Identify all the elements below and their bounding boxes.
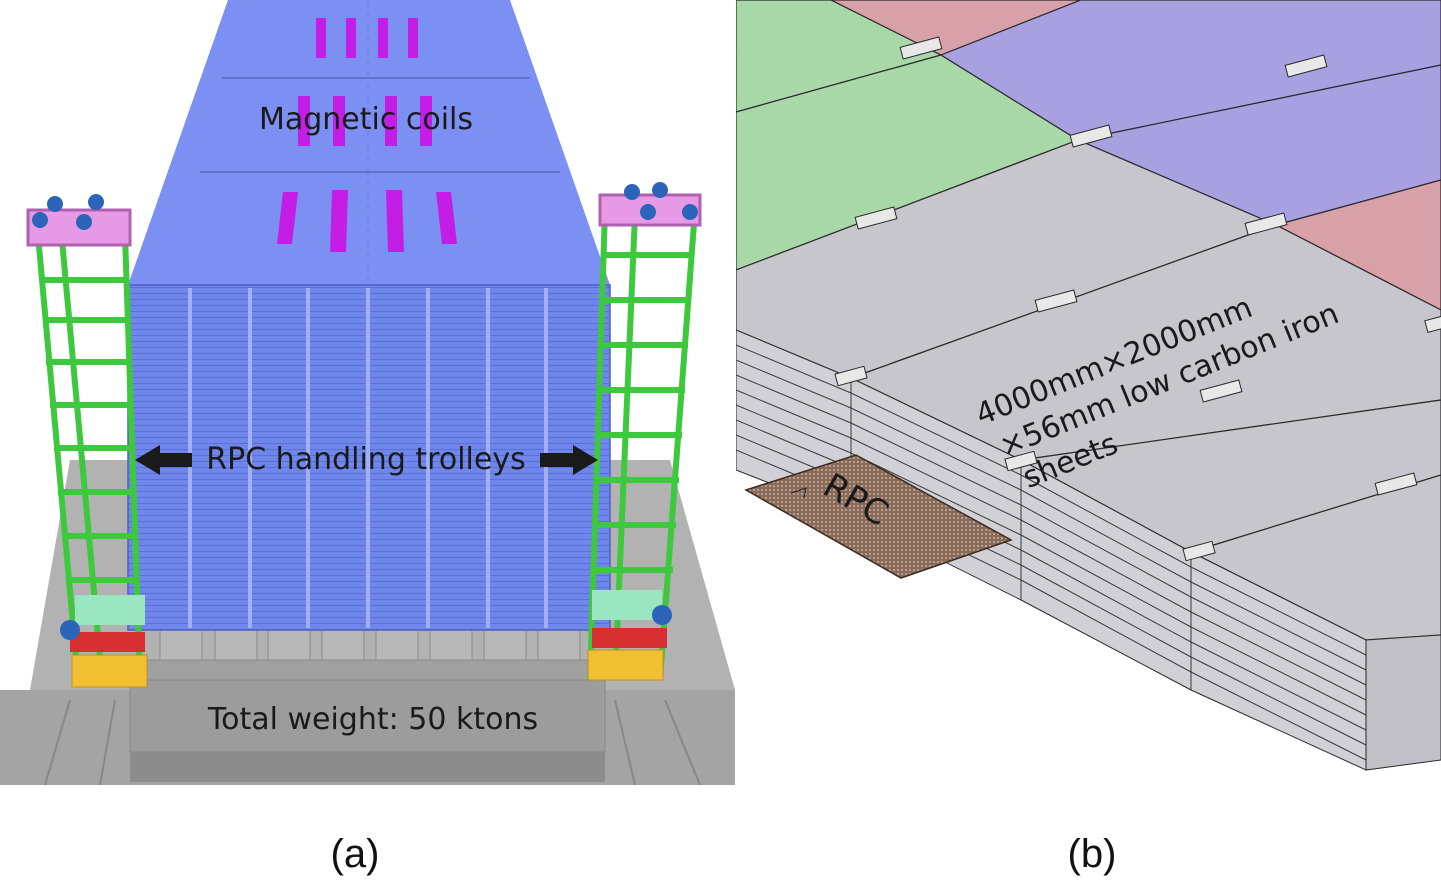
- rpc-trolleys-label: RPC handling trolleys: [206, 442, 525, 477]
- upper-sheet-tiles: [736, 0, 1441, 311]
- trolley-arrows: [135, 445, 598, 475]
- panel-b-iron-sheets-view: 4000mm×2000mm ×56mm low carbon iron shee…: [736, 0, 1441, 800]
- magnetic-coils: [277, 18, 457, 252]
- right-trolley-tower: [587, 182, 702, 681]
- connector-clips: [834, 36, 1441, 562]
- rpc-panel: [744, 454, 1013, 579]
- gray-top-sheets: [736, 139, 1441, 641]
- total-weight-label: Total weight: 50 ktons: [207, 702, 538, 737]
- iron-sheet-illustration: 4000mm×2000mm ×56mm low carbon iron shee…: [736, 0, 1441, 771]
- magnetic-coils-label: Magnetic coils: [259, 102, 473, 137]
- left-trolley-tower: [26, 194, 148, 688]
- detector-front: [127, 284, 611, 631]
- detector-illustration: Magnetic coils RPC handling trolleys Tot…: [0, 0, 735, 786]
- caption-a: (a): [330, 832, 380, 876]
- caption-b: (b): [1067, 832, 1117, 876]
- stack-side: [1365, 634, 1441, 771]
- detector-top: [128, 0, 610, 285]
- panel-a-detector-view: Magnetic coils RPC handling trolleys Tot…: [0, 0, 736, 800]
